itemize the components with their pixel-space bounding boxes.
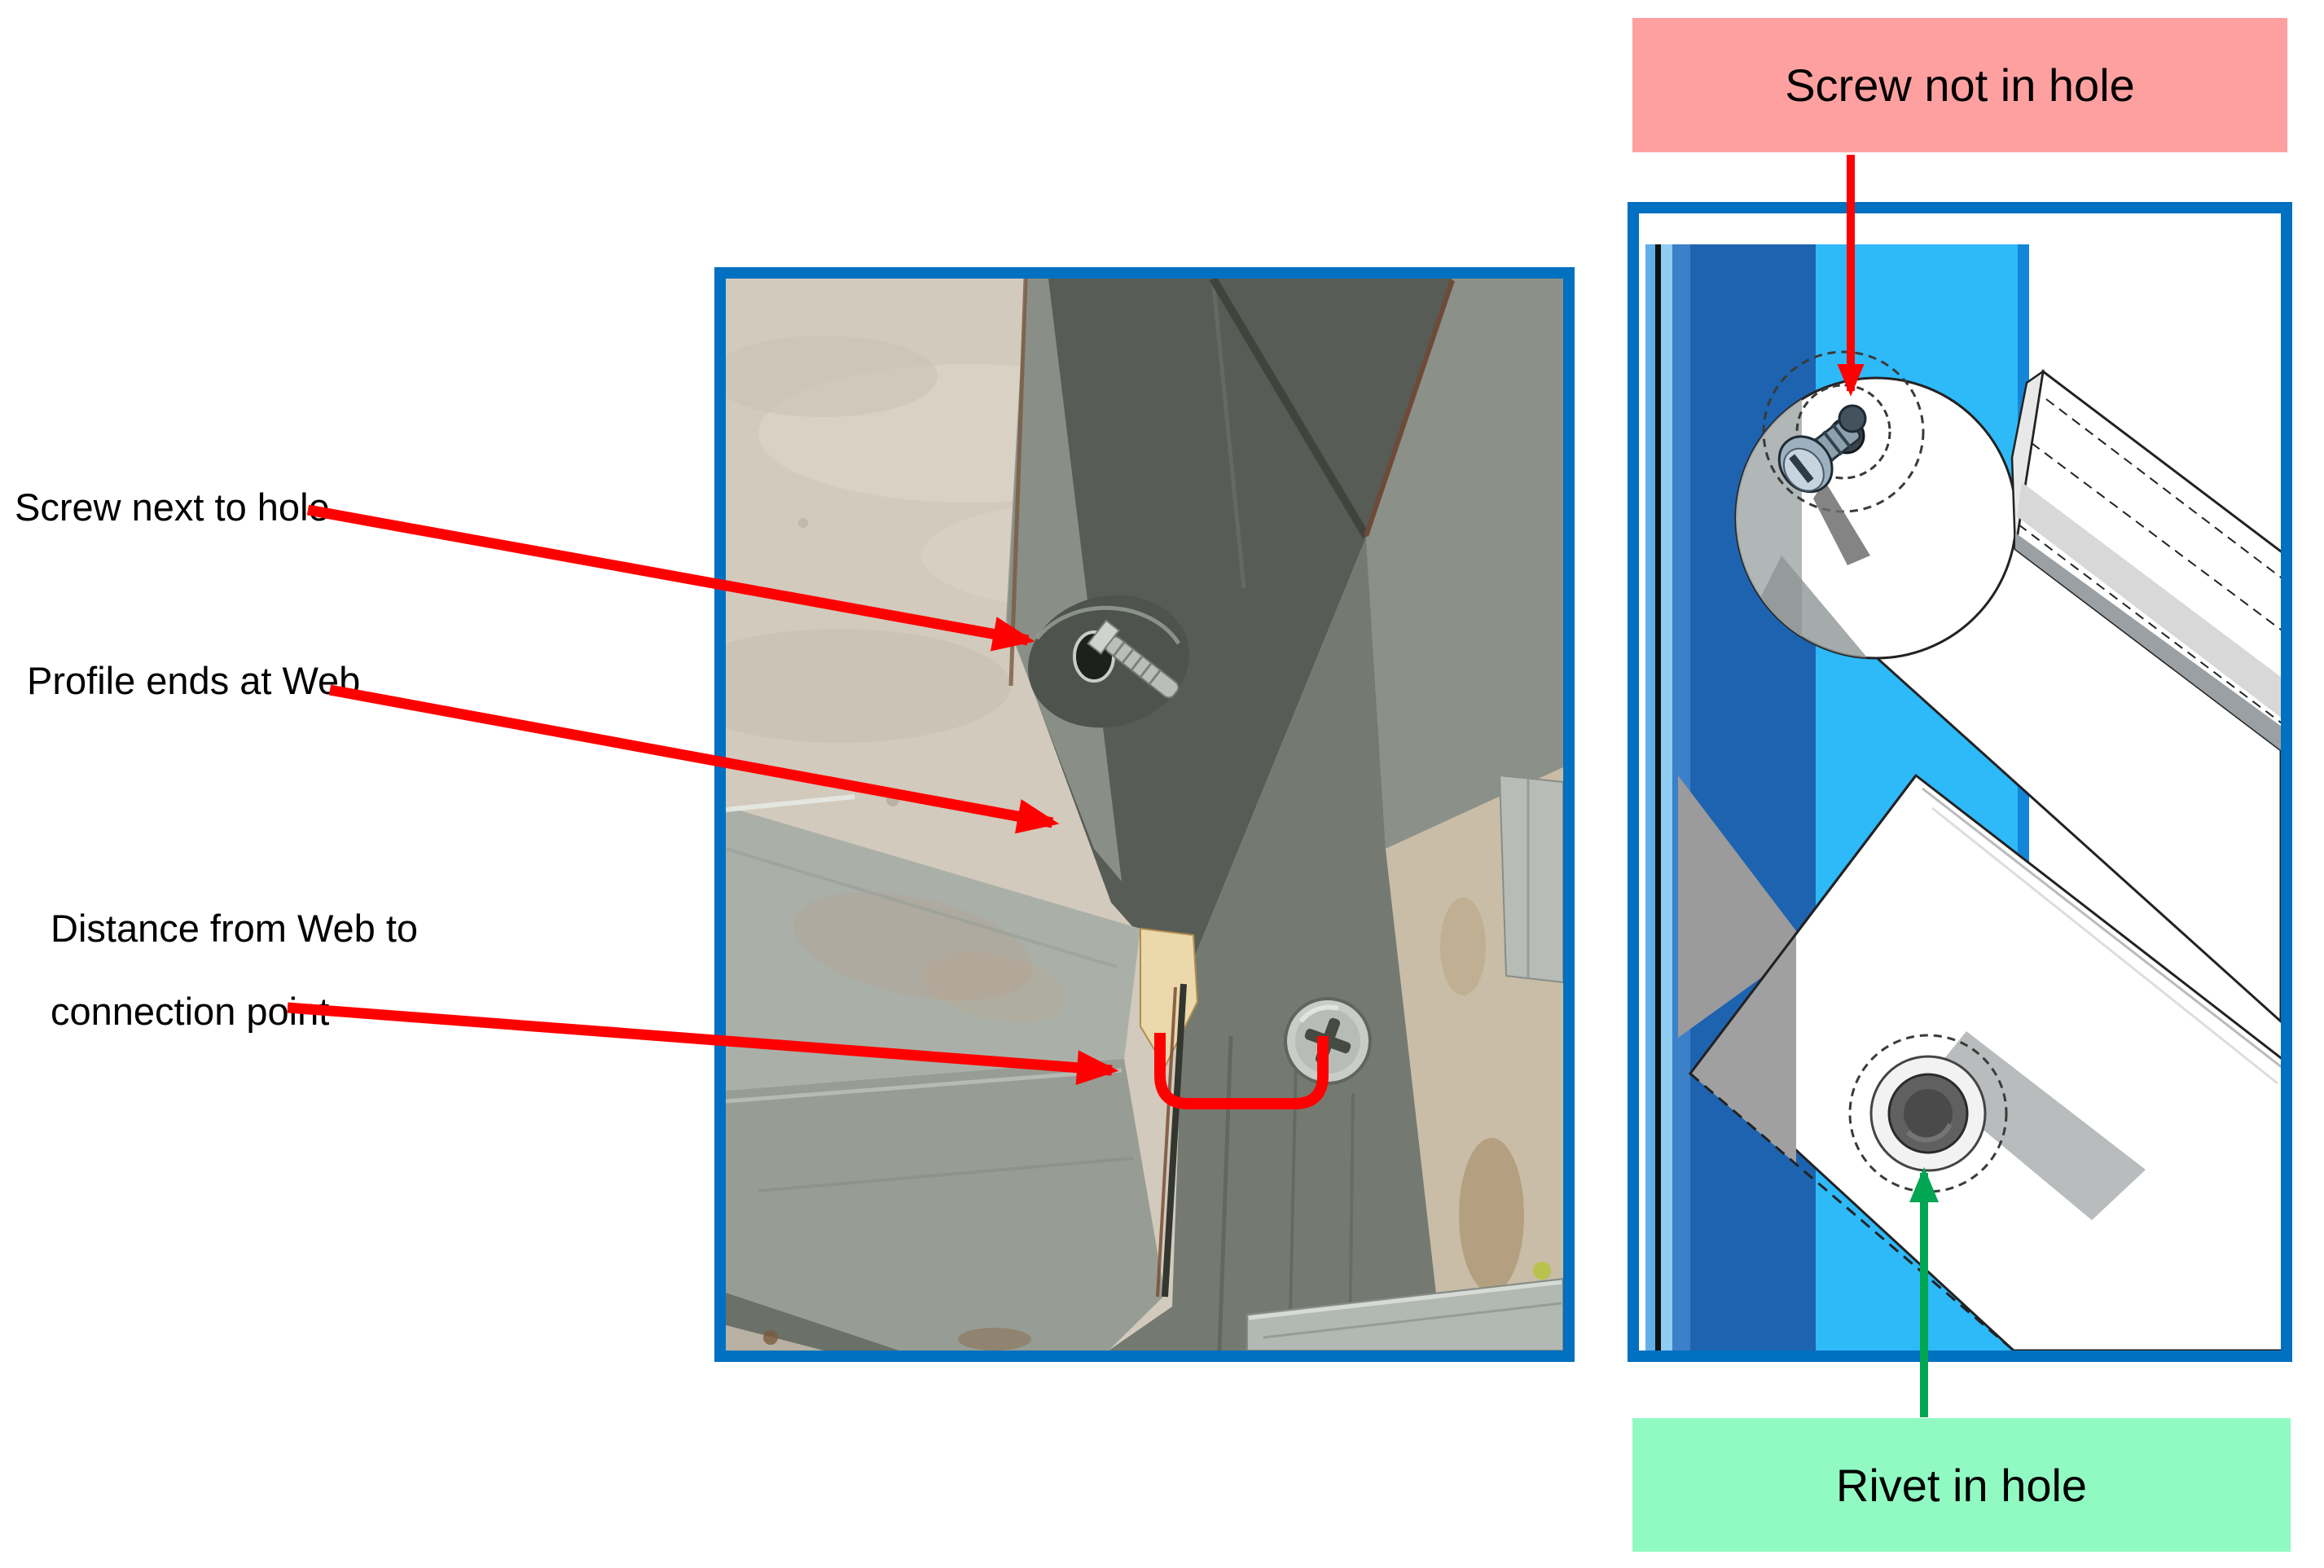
- hole-guide-circle-inner: [1795, 384, 1891, 480]
- vertical-stud: [1006, 279, 1563, 1351]
- profile-end-notch: [1140, 927, 1199, 1298]
- brace-channel: [2010, 369, 2281, 752]
- callout-rivet-in-hole: Rivet in hole: [1632, 1418, 2291, 1552]
- label-distance-line1: Distance from Web to: [51, 907, 419, 950]
- rivet-in-hole-detail: [1848, 1034, 2008, 1193]
- galvanized-track-on-floor: [1246, 1277, 1563, 1351]
- label-profile-ends-at-web: Profile ends at Web: [27, 659, 361, 702]
- photo-image: [726, 279, 1563, 1351]
- bracket-shaded-part: [1690, 933, 1796, 1164]
- callout-rivet-in-hole-text: Rivet in hole: [1835, 1459, 2088, 1511]
- screw-not-in-hole-detail: [1777, 416, 1861, 494]
- cad-image: [1639, 213, 2281, 1351]
- floor-area: [1246, 767, 1563, 1351]
- cad-illustration: [1628, 202, 2292, 1362]
- label-distance-line2: connection point: [51, 990, 330, 1033]
- loose-screw: [1087, 619, 1180, 699]
- label-screw-next-to-hole: Screw next to hole: [15, 485, 330, 529]
- galvanized-stud-on-floor: [1498, 774, 1563, 984]
- distance-bracket: [1154, 1033, 1329, 1109]
- channel-shadow-on-bracket: [1926, 1031, 2146, 1220]
- lower-bracket: [1688, 773, 2281, 1351]
- photo-steel-connection: [714, 267, 1575, 1362]
- yellow-marker: [1533, 1262, 1551, 1280]
- callout-screw-not-in-hole-text: Screw not in hole: [1785, 59, 2135, 111]
- screw-shadow: [1813, 481, 1870, 565]
- callout-screw-not-in-hole: Screw not in hole: [1632, 18, 2287, 152]
- gusset-plate: [1734, 350, 2281, 1024]
- screw-next-to-hole-detail: [1028, 595, 1189, 728]
- cast-shadow: [1678, 775, 1807, 1038]
